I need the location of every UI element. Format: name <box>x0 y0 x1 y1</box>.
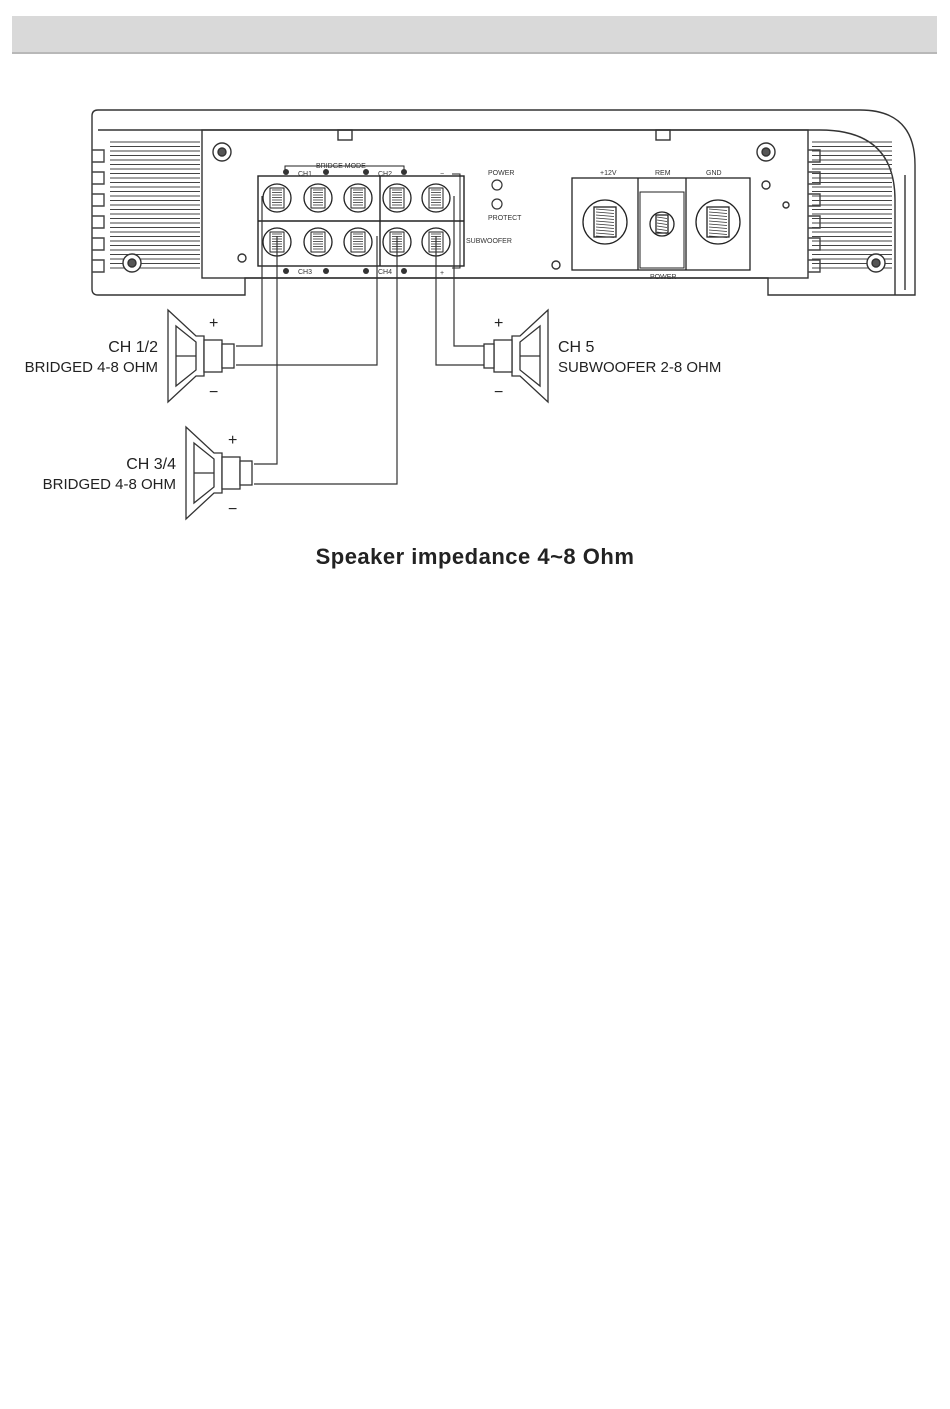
polarity-dot <box>323 169 329 175</box>
sub-plus-label: + <box>440 270 444 277</box>
speaker-ch5-title: CH 5 <box>558 339 595 356</box>
terminal-gnd-label: GND <box>706 170 722 177</box>
polarity-dot <box>363 268 369 274</box>
power-block-label: POWER <box>650 274 676 281</box>
speaker-ch34-icon <box>186 427 252 519</box>
power-led-label: POWER <box>488 170 514 177</box>
amplifier-chassis <box>92 110 915 295</box>
wiring-diagram: BRIDGE MODE CH1 CH2 CH3 CH4 SUBWOOFER − … <box>0 0 950 600</box>
polarity-dot <box>323 268 329 274</box>
protect-led-icon <box>492 199 502 209</box>
ch4-label: CH4 <box>378 269 392 276</box>
polarity-dot <box>363 169 369 175</box>
bridge-mode-label: BRIDGE MODE <box>316 163 366 170</box>
polarity-dot <box>283 169 289 175</box>
diagram-caption: Speaker impedance 4~8 Ohm <box>0 544 950 570</box>
protect-led-label: PROTECT <box>488 215 522 222</box>
speaker-ch5-subtitle: SUBWOOFER 2-8 OHM <box>558 359 721 376</box>
sub-minus-label: − <box>440 171 444 178</box>
ch2-label: CH2 <box>378 171 392 178</box>
speaker-ch12-title: CH 1/2 <box>108 339 158 356</box>
speaker-ch12-plus: + <box>209 315 218 332</box>
speaker-ch34-plus: + <box>228 432 237 449</box>
terminal-12v-label: +12V <box>600 170 617 177</box>
screw-icons <box>123 143 885 272</box>
speaker-ch34-subtitle: BRIDGED 4-8 OHM <box>43 476 176 493</box>
terminal-rem-label: REM <box>655 170 671 177</box>
polarity-dot <box>283 268 289 274</box>
speaker-ch5-plus: + <box>494 315 503 332</box>
speaker-ch34-title: CH 3/4 <box>126 456 176 473</box>
speaker-ch5-minus: − <box>494 384 503 401</box>
polarity-dot <box>401 268 407 274</box>
ch3-label: CH3 <box>298 269 312 276</box>
speaker-ch12-icon <box>168 310 234 402</box>
subwoofer-terminal-label: SUBWOOFER <box>466 238 512 245</box>
power-led-icon <box>492 180 502 190</box>
right-heatsink <box>808 142 892 272</box>
speaker-ch12-minus: − <box>209 384 218 401</box>
polarity-dot <box>401 169 407 175</box>
amplifier-faceplate <box>202 130 808 278</box>
speaker-ch34-minus: − <box>228 501 237 518</box>
left-heatsink <box>92 142 200 272</box>
speaker-terminals <box>263 184 450 256</box>
ch1-label: CH1 <box>298 171 312 178</box>
speaker-ch12-subtitle: BRIDGED 4-8 OHM <box>25 359 158 376</box>
